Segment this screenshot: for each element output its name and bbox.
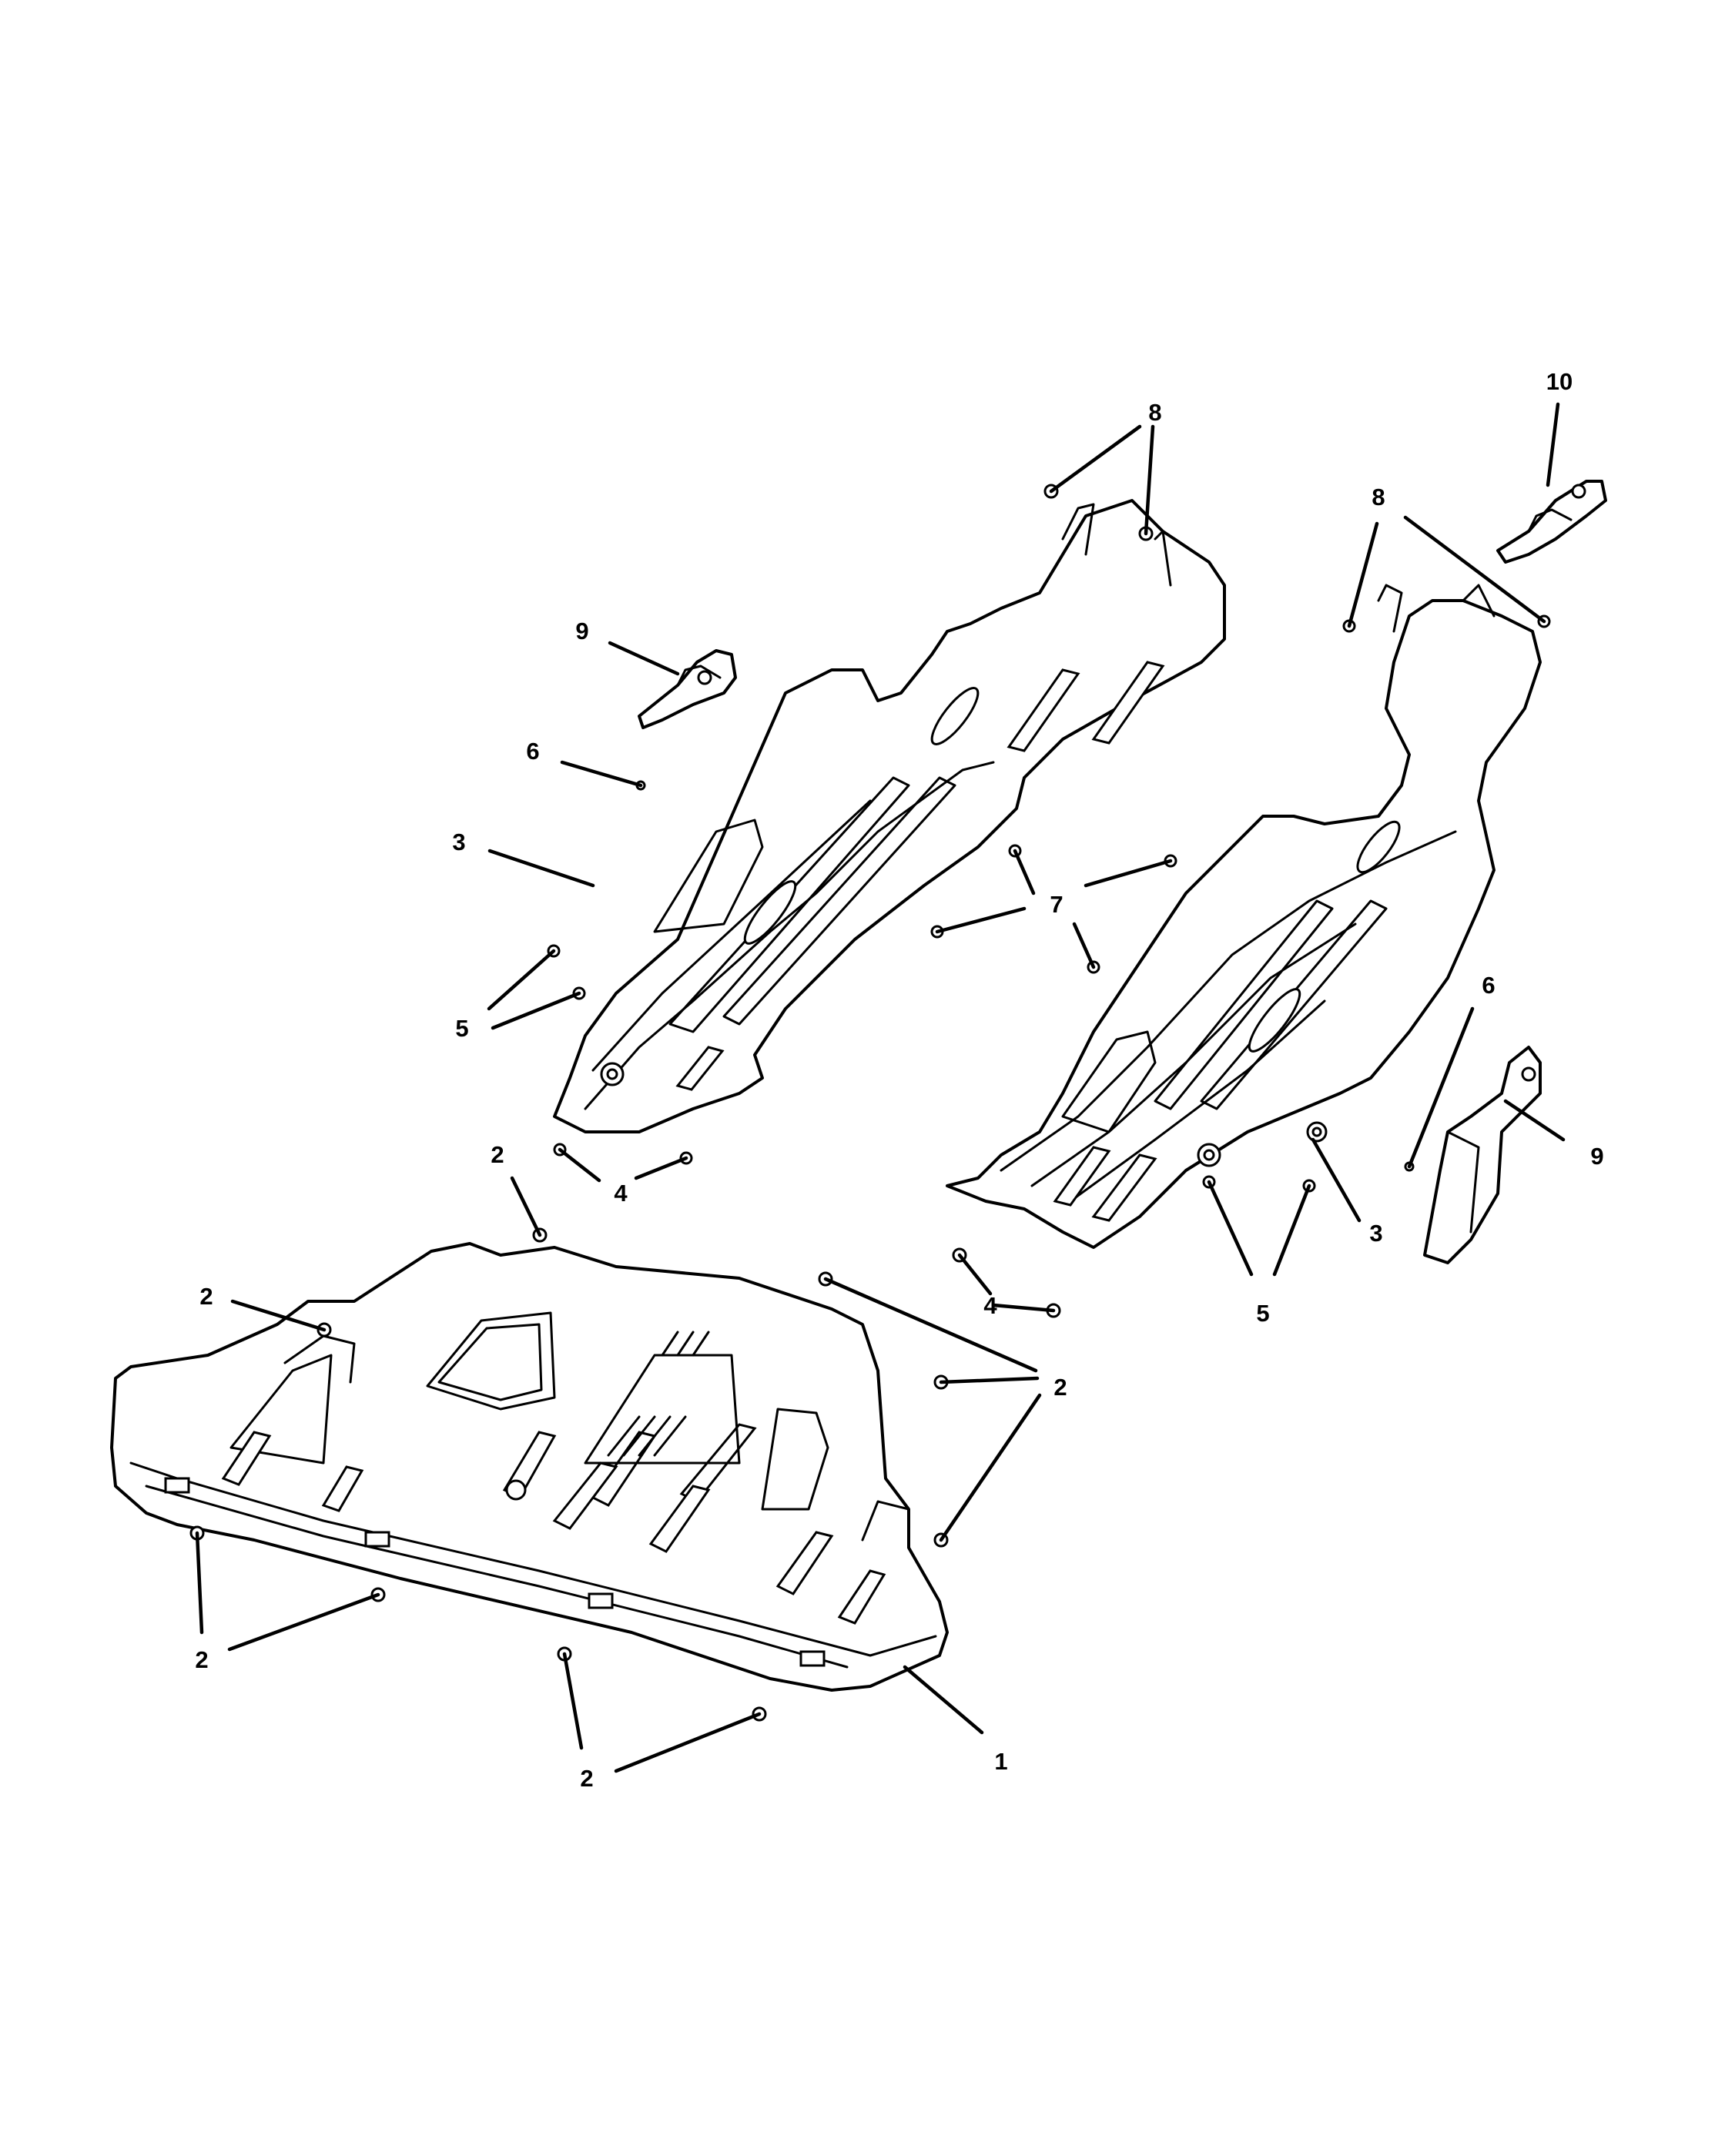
callout-2-bottom: 2 [580, 1765, 593, 1792]
callout-5-left: 5 [455, 1015, 468, 1042]
callout-9-right: 9 [1590, 1143, 1603, 1170]
callout-3-right: 3 [1369, 1220, 1382, 1247]
callout-2-upper-left: 2 [199, 1283, 213, 1310]
leader-lines [195, 402, 1566, 1773]
callout-5-right: 5 [1256, 1300, 1269, 1327]
callout-1: 1 [994, 1748, 1007, 1775]
callout-6-right: 6 [1482, 972, 1495, 999]
left-floor-skid-plate [553, 499, 1226, 1133]
callout-4-lower: 4 [983, 1292, 997, 1319]
callout-2-right: 2 [1053, 1374, 1067, 1401]
callout-2-top: 2 [491, 1141, 504, 1168]
callout-9-left: 9 [575, 618, 588, 644]
callout-7: 7 [1050, 891, 1063, 918]
right-bracket-9 [1423, 1046, 1542, 1264]
callout-3-left: 3 [452, 829, 465, 855]
callout-8-left: 8 [1148, 399, 1161, 426]
callout-2-lower-left: 2 [195, 1646, 208, 1673]
front-skid-plate [110, 1242, 949, 1692]
callout-10: 10 [1546, 368, 1573, 395]
callout-8-right: 8 [1372, 484, 1385, 511]
callout-4-upper: 4 [614, 1180, 628, 1207]
callout-6-left: 6 [526, 738, 539, 765]
left-bracket-9 [638, 649, 737, 729]
right-floor-skid-plate [946, 584, 1542, 1249]
bracket-10 [1496, 480, 1607, 564]
